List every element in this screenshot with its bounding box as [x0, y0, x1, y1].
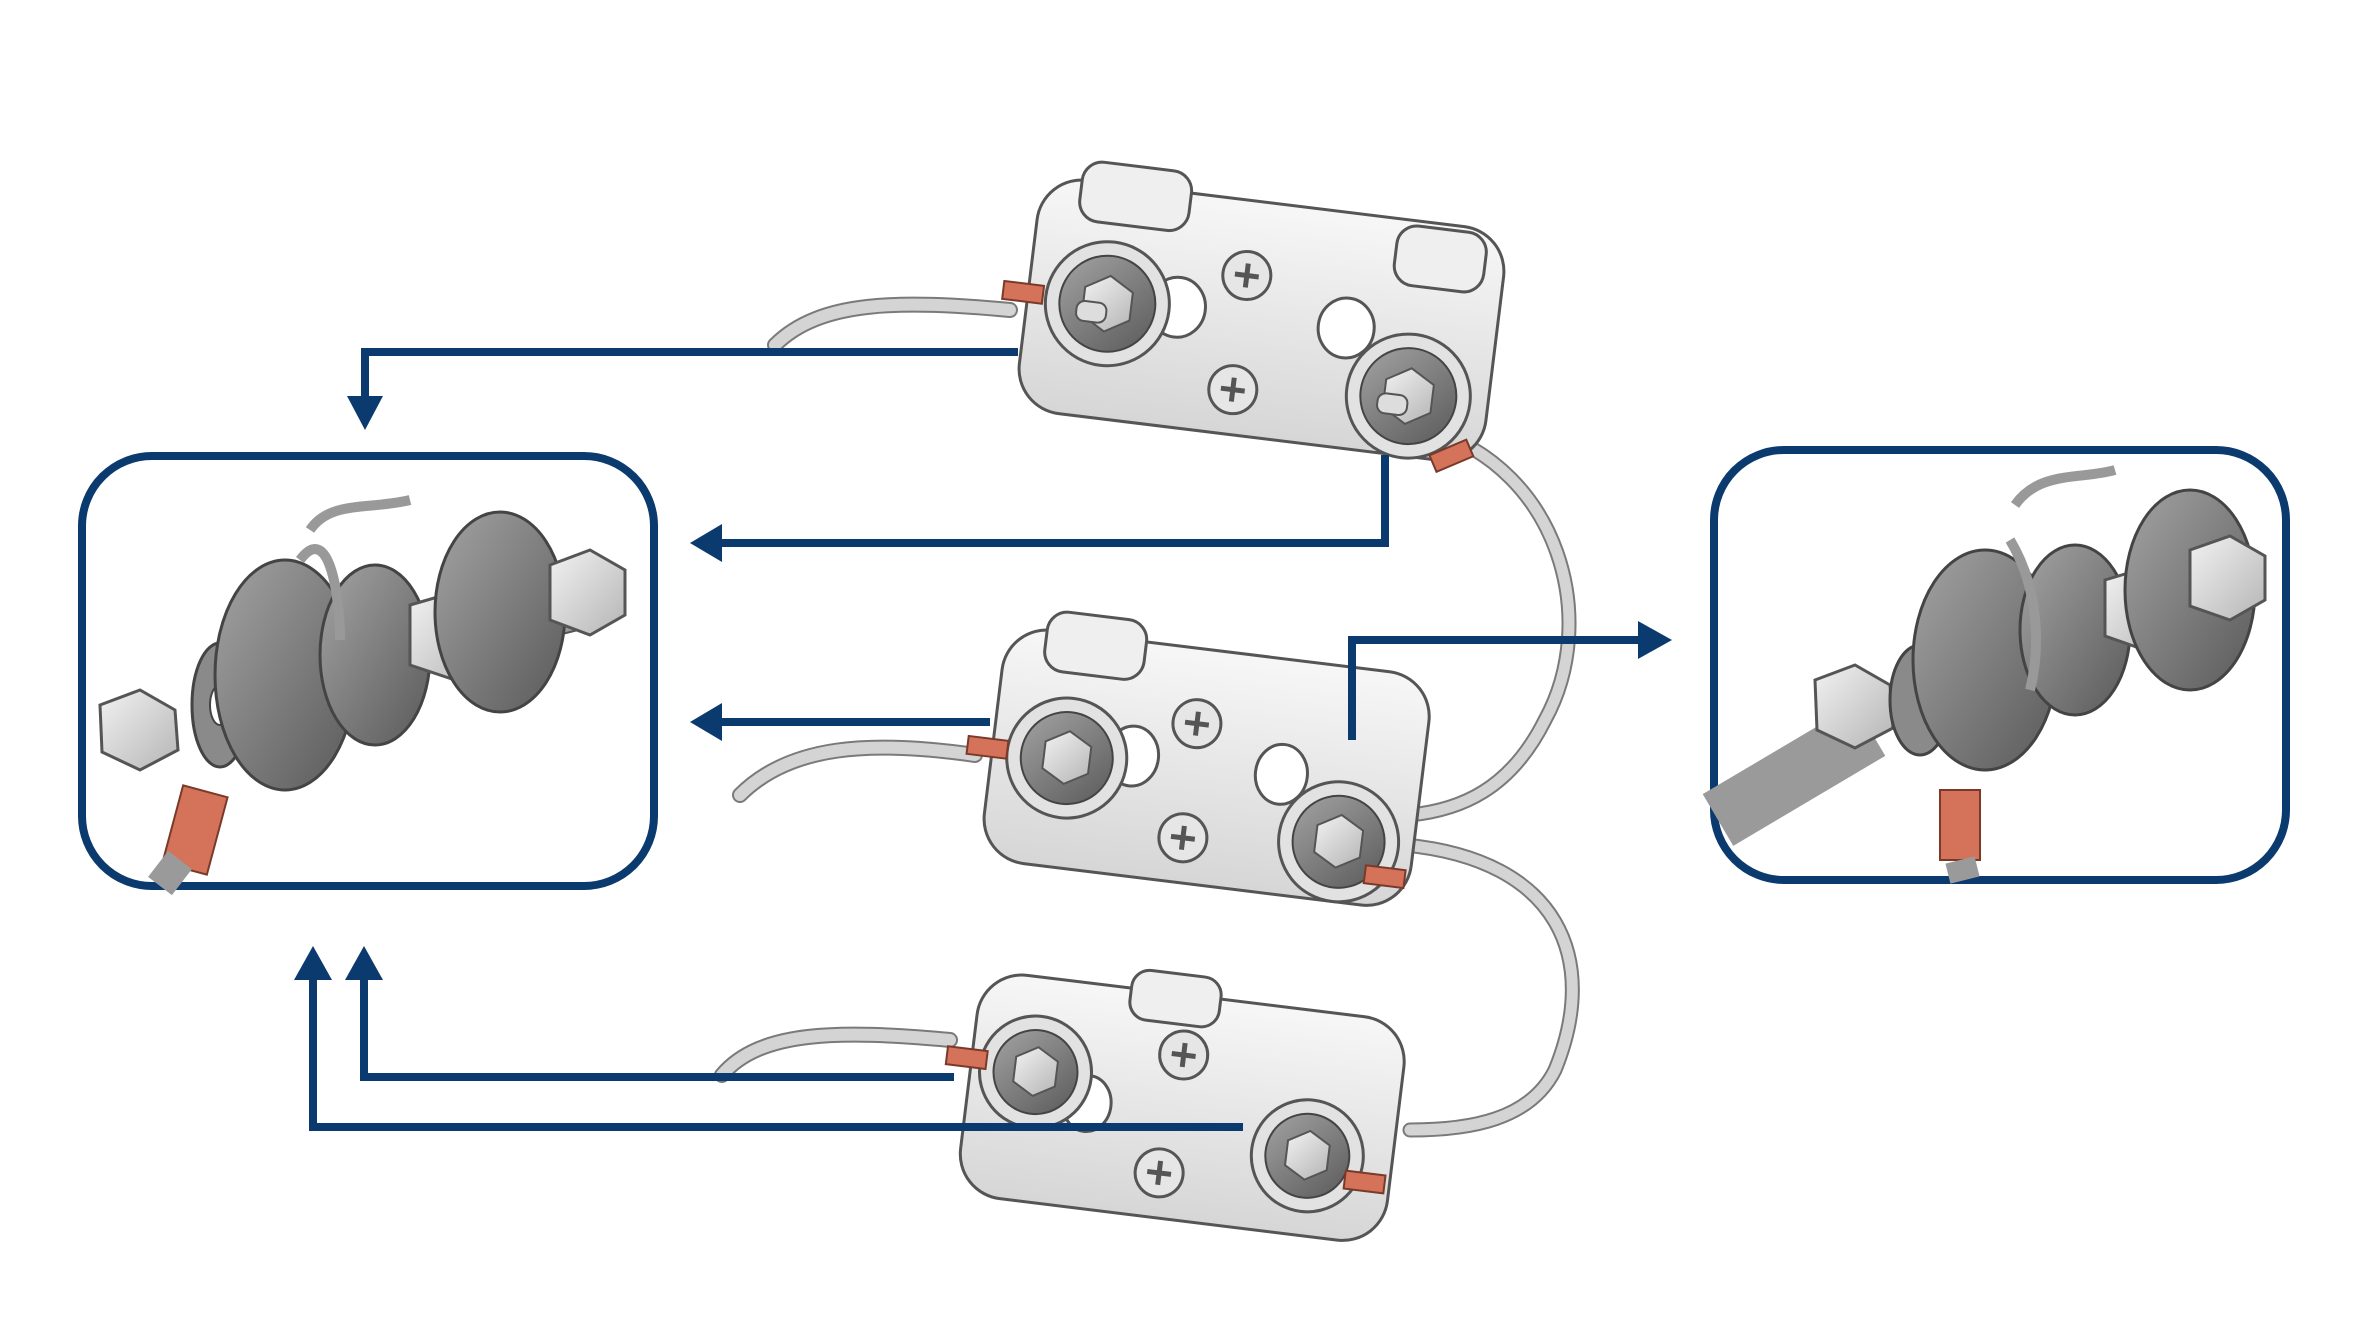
lead-wires: [714, 296, 1018, 1083]
bolt-stud-icon: [978, 1014, 1094, 1130]
bolt-head: [548, 548, 627, 637]
arrow-bottom-stud-to-left-detail: [345, 946, 954, 1081]
bolt-head: [2188, 534, 2267, 622]
stud-assembly-detail: [1702, 465, 2267, 884]
detail-frame-right: [1702, 446, 2290, 884]
stud-assembly-detail: [98, 495, 627, 896]
arrow-bottom-right-stud-to-left-detail: [294, 946, 1243, 1131]
arrow-middle-right-stud-to-right-detail: [1348, 621, 1672, 740]
jumper-wire-top-middle: [1402, 422, 1577, 823]
phillips-screw-icon: [1171, 698, 1223, 750]
hex-nut: [98, 688, 180, 772]
arrow-middle-stud-to-left-detail: [690, 703, 990, 741]
phillips-screw-icon: [1133, 1147, 1185, 1199]
bolt-stud-icon: [1043, 240, 1171, 368]
jumper-wires: [1397, 422, 1580, 1138]
detail-frame-left: [78, 452, 658, 896]
terminal-block-bottom: [944, 968, 1406, 1242]
bolt-stud-icon: [1249, 1098, 1365, 1214]
phillips-screw-icon: [1157, 812, 1209, 864]
arrow-top-right-stud-to-left-detail: [690, 455, 1389, 562]
arrow-top-stud-to-left-detail: [347, 348, 1018, 430]
terminal-block-top: [1001, 160, 1506, 474]
bolt-stud-icon: [1344, 332, 1472, 460]
phillips-screw-icon: [1207, 364, 1259, 416]
phillips-screw-icon: [1221, 249, 1273, 301]
flow-arrows: [294, 348, 1672, 1131]
phillips-screw-icon: [1158, 1029, 1210, 1081]
bolt-stud-icon: [1005, 696, 1129, 820]
terminal-block-middle: [965, 610, 1431, 907]
